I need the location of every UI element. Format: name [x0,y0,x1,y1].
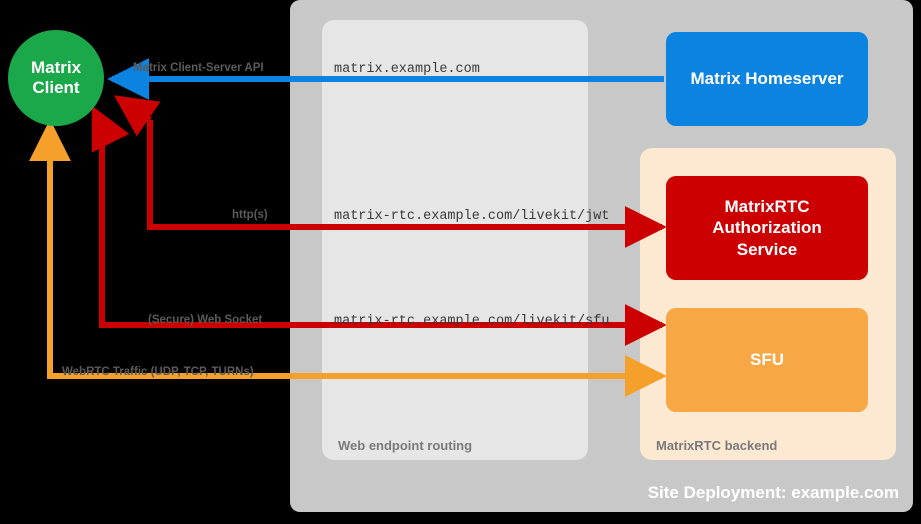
sfu-label: SFU [750,350,784,369]
site-deployment-caption: Site Deployment: example.com [647,483,899,502]
node-matrix-client[interactable]: Matrix Client [8,30,104,126]
matrixrtc-backend-caption: MatrixRTC backend [656,438,778,453]
edge-label-secure-web-socket: (Secure) Web Socket [148,314,263,326]
node-matrix-homeserver[interactable]: Matrix Homeserver [666,32,868,126]
auth-service-label: MatrixRTC Authorization Service [712,197,822,259]
matrix-homeserver-label: Matrix Homeserver [690,69,844,88]
edge-jwt [114,95,667,248]
node-matrixrtc-authorization-service[interactable]: MatrixRTC Authorization Service [666,176,868,280]
matrix-client-label: Matrix Client [30,58,82,97]
edge-webrtc-traffic [28,119,667,397]
edge-secure-web-socket [91,105,667,346]
endpoint-matrix-example-com: matrix.example.com [334,62,480,77]
endpoint-livekit-jwt: matrix-rtc.example.com/livekit/jwt [334,209,610,224]
web-endpoint-routing-caption: Web endpoint routing [338,438,473,453]
edge-label-webrtc-traffic: WebRTC Traffic (UDP, TCP, TURNs) [62,366,254,378]
edge-label-http-s: http(s) [232,209,268,221]
endpoint-livekit-sfu: matrix-rtc.example.com/livekit/sfu [334,314,610,329]
web-endpoint-routing-panel [322,20,588,460]
node-sfu[interactable]: SFU [666,308,868,412]
edge-label-matrix-client-server-api: Matrix Client-Server API [133,62,264,74]
